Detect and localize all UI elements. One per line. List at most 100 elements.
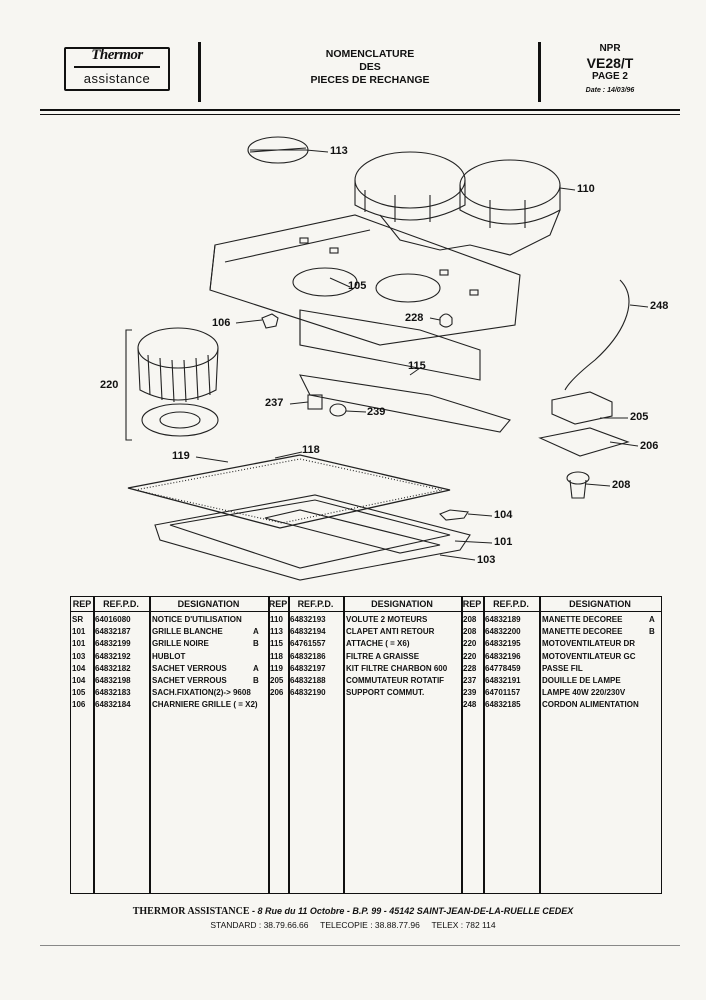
row-designation: CLAPET ANTI RETOUR xyxy=(346,627,435,637)
callout-205: 205 xyxy=(630,411,649,423)
row-ref: 64832191 xyxy=(485,676,521,685)
row-designation: VOLUTE 2 MOTEURS xyxy=(346,615,428,624)
main-housing xyxy=(209,214,521,346)
doc-type: NPR xyxy=(599,43,621,54)
row-designation: FILTRE A GRAISSE xyxy=(346,651,420,661)
row-rep: 106 xyxy=(72,700,86,710)
col-header-ref: REF.P.D. xyxy=(93,597,149,612)
thermor-logo: Thermor assistance xyxy=(64,47,170,91)
part-115-bracket xyxy=(299,309,481,381)
row-designation: KIT FILTRE CHARBON 600 xyxy=(346,663,448,673)
row-designation: ATTACHE ( = X6) xyxy=(346,639,410,649)
part-248-cord xyxy=(564,279,630,391)
callout-105: 105 xyxy=(348,280,367,292)
part-106-hinge xyxy=(261,313,279,329)
row-rep: 115 xyxy=(270,639,283,649)
row-ref: 64832198 xyxy=(95,676,131,685)
part-113-clapet xyxy=(247,136,309,164)
row-rep: 205 xyxy=(270,676,284,685)
callout-101: 101 xyxy=(494,536,513,548)
logo-brand: Thermor xyxy=(66,47,168,68)
row-designation: CHARNIERE GRILLE ( = X2) xyxy=(152,700,258,710)
part-208-knob xyxy=(566,471,590,485)
document-reference: NPR VE28/T PAGE 2 Date : 14/03/96 xyxy=(555,42,665,98)
row-ref: 64832184 xyxy=(95,700,131,710)
logo-subtitle: assistance xyxy=(83,71,151,86)
footer-rule xyxy=(40,945,680,946)
row-variant: B xyxy=(649,627,655,637)
col-header-ref: REF.P.D. xyxy=(483,597,539,612)
callout-220: 220 xyxy=(100,379,119,391)
col-header-ref: REF.P.D. xyxy=(288,597,343,612)
row-designation: LAMPE 40W 220/230V xyxy=(542,688,626,698)
row-designation: CORDON ALIMENTATION xyxy=(542,700,639,710)
row-rep: 110 xyxy=(270,615,283,624)
row-ref: 64832188 xyxy=(290,676,326,685)
row-designation: SUPPORT COMMUT. xyxy=(346,688,425,698)
callout-113: 113 xyxy=(330,145,348,157)
row-rep: 220 xyxy=(463,639,477,649)
callout-228: 228 xyxy=(405,312,424,324)
footer-address: THERMOR ASSISTANCE - 8 Rue du 11 Octobre… xyxy=(0,906,706,917)
row-rep: 237 xyxy=(463,676,477,685)
row-rep: 239 xyxy=(463,688,477,698)
row-rep: 208 xyxy=(463,615,477,624)
row-rep: 101 xyxy=(72,627,86,637)
row-designation: MANETTE DECOREE xyxy=(542,627,623,637)
row-variant: A xyxy=(253,627,259,637)
callout-119: 119 xyxy=(172,450,190,462)
callout-110: 110 xyxy=(577,183,595,195)
row-rep: 228 xyxy=(463,663,477,673)
callout-106: 106 xyxy=(212,317,231,329)
col-header-designation: DESIGNATION xyxy=(149,597,268,612)
row-ref: 64832185 xyxy=(485,700,521,710)
model-number: VE28/T xyxy=(586,55,634,71)
row-rep: 113 xyxy=(270,627,283,637)
row-designation: SACH.FIXATION(2)-> 9608 xyxy=(152,688,251,698)
row-ref: 64832194 xyxy=(290,627,326,637)
callout-115: 115 xyxy=(408,360,426,372)
bracket-220 xyxy=(125,329,132,441)
header-divider-left xyxy=(198,42,201,102)
row-variant: A xyxy=(649,615,655,624)
row-ref: 64832190 xyxy=(290,688,326,698)
header-rule-thin xyxy=(40,114,680,115)
row-ref: 64832200 xyxy=(485,627,521,637)
document-date: Date : 14/03/96 xyxy=(585,87,635,94)
callout-118: 118 xyxy=(302,444,320,456)
part-205-switch xyxy=(551,391,613,425)
part-101-grille xyxy=(154,494,471,581)
row-ref: 64832193 xyxy=(290,615,326,624)
part-228-grommet xyxy=(439,313,453,328)
part-110-volute xyxy=(354,151,561,256)
row-rep: 118 xyxy=(270,651,283,661)
callout-208: 208 xyxy=(612,479,631,491)
header-divider-right xyxy=(538,42,541,102)
row-rep: 101 xyxy=(72,639,86,649)
row-ref: 64761557 xyxy=(290,639,326,649)
row-designation: DOUILLE DE LAMPE xyxy=(542,676,621,685)
row-ref: 64832199 xyxy=(95,639,131,649)
row-rep: SR xyxy=(72,615,84,624)
callout-103: 103 xyxy=(477,554,496,566)
col-header-designation: DESIGNATION xyxy=(343,597,461,612)
row-designation: MANETTE DECOREE xyxy=(542,615,623,624)
row-rep: 103 xyxy=(72,651,86,661)
callout-248: 248 xyxy=(650,300,669,312)
parts-table: REP REF.P.D. DESIGNATION REP REF.P.D. DE… xyxy=(70,596,662,894)
row-variant: B xyxy=(253,639,259,649)
col-header-rep: REP xyxy=(71,597,93,612)
part-220-blower xyxy=(137,327,219,437)
row-ref: 64832197 xyxy=(290,663,326,673)
row-designation: HUBLOT xyxy=(152,651,186,661)
document-title: NOMENCLATURE DES PIECES DE RECHANGE xyxy=(210,48,530,87)
col-header-rep: REP xyxy=(461,597,483,612)
part-239-bulb xyxy=(329,403,347,417)
row-ref: 64832182 xyxy=(95,663,131,673)
row-designation: SACHET VERROUS xyxy=(152,676,227,685)
part-104-latch xyxy=(439,509,469,521)
title-line-2: DES xyxy=(359,61,381,73)
row-rep: 248 xyxy=(463,700,477,710)
footer-company: THERMOR ASSISTANCE xyxy=(132,906,250,917)
row-ref: 64832196 xyxy=(485,651,521,661)
